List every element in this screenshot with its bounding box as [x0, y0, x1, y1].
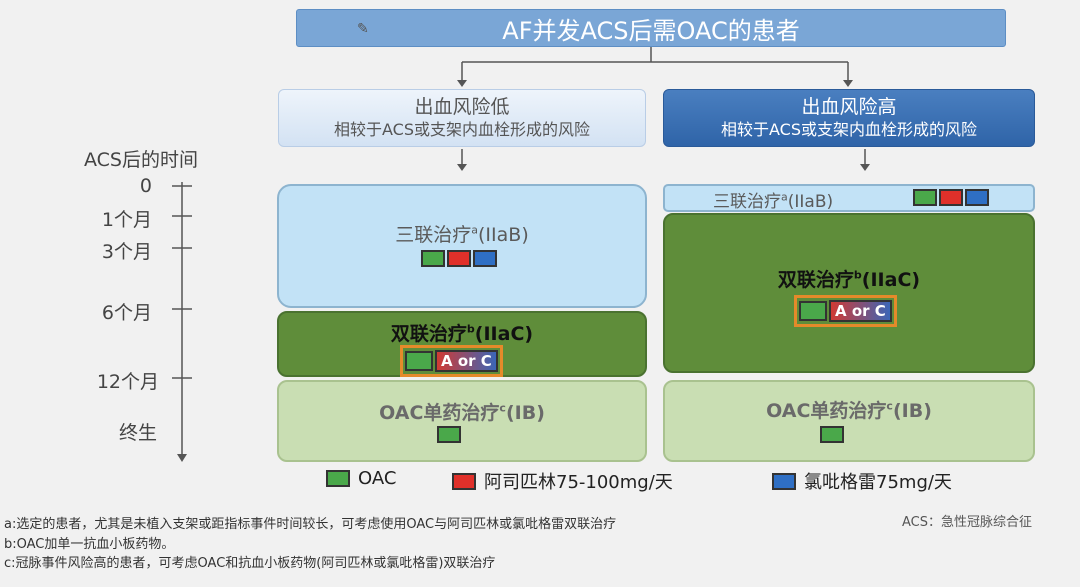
left-dual-therapy-box: 双联治疗b(IIaC) A or C: [277, 311, 647, 377]
legend-oac: OAC: [326, 468, 396, 489]
a-or-c-badge: A or C: [435, 350, 498, 372]
footnote-b: b:OAC加单一抗血小板药物。: [4, 537, 175, 552]
oac-square: [799, 301, 827, 321]
right-triple-drugs: [913, 189, 989, 206]
right-dual-label: 双联治疗b(IIaC): [777, 268, 921, 291]
right-triple-label: 三联治疗a(IIaB): [713, 190, 834, 212]
tick-label: 终生: [118, 422, 157, 444]
footnote-a: a:选定的患者，尤其是未植入支架或距指标事件时间较长，可考虑使用OAC与阿司匹林…: [4, 517, 617, 532]
oac-square: [405, 351, 433, 371]
legend-aspirin: 阿司匹林75-100mg/天: [452, 468, 673, 494]
a-or-c-badge: A or C: [829, 300, 892, 322]
left-triple-drugs: [421, 250, 497, 267]
aspirin-square: [447, 250, 471, 267]
risk-low-sub: 相较于ACS或支架内血栓形成的风险: [334, 120, 590, 139]
left-mono-therapy-box: OAC单药治疗c(IB): [277, 380, 647, 462]
clopidogrel-square: [965, 189, 989, 206]
tick-label: 1个月: [101, 209, 152, 231]
right-mono-label: OAC单药治疗c(IB): [766, 399, 932, 422]
legend-clopidogrel: 氯吡格雷75mg/天: [772, 468, 952, 494]
aspirin-square: [939, 189, 963, 206]
right-dual-drugs: A or C: [794, 295, 897, 327]
aspirin-legend-square: [452, 472, 476, 490]
legend-label: 氯吡格雷75mg/天: [804, 472, 952, 493]
oac-square: [421, 250, 445, 267]
risk-high-box: 出血风险高 相较于ACS或支架内血栓形成的风险: [663, 89, 1035, 147]
oac-square: [437, 426, 461, 443]
risk-low-main: 出血风险低: [414, 96, 510, 118]
clopidogrel-legend-square: [772, 472, 796, 490]
tick-label: 0: [139, 175, 152, 197]
risk-high-main: 出血风险高: [801, 96, 897, 118]
tick-label: 3个月: [101, 241, 152, 263]
oac-square: [913, 189, 937, 206]
left-triple-label: 三联治疗a(IIaB): [395, 223, 529, 246]
right-triple-therapy-box: 三联治疗a(IIaB): [663, 184, 1035, 212]
risk-low-box: 出血风险低 相较于ACS或支架内血栓形成的风险: [278, 89, 646, 147]
pencil-icon: ✎: [357, 21, 369, 37]
left-mono-label: OAC单药治疗c(IB): [379, 401, 545, 424]
left-triple-therapy-box: 三联治疗a(IIaB): [277, 184, 647, 308]
oac-legend-square: [326, 470, 350, 487]
tick-label: 6个月: [101, 302, 152, 324]
risk-high-sub: 相较于ACS或支架内血栓形成的风险: [721, 120, 977, 139]
left-dual-label: 双联治疗b(IIaC): [390, 322, 534, 345]
footnote-c: c:冠脉事件风险高的患者，可考虑OAC和抗血小板药物(阿司匹林或氯吡格雷)双联治…: [4, 556, 496, 571]
clopidogrel-square: [473, 250, 497, 267]
abbreviation-note: ACS：急性冠脉综合征: [902, 515, 1032, 530]
title-bar: ✎ AF并发ACS后需OAC的患者: [296, 9, 1006, 47]
tick-label: 12个月: [96, 371, 159, 393]
right-dual-therapy-box: 双联治疗b(IIaC) A or C: [663, 213, 1035, 373]
legend-label: OAC: [358, 468, 397, 489]
oac-square: [820, 426, 844, 443]
right-mono-therapy-box: OAC单药治疗c(IB): [663, 380, 1035, 462]
diagram-title: AF并发ACS后需OAC的患者: [502, 16, 800, 45]
left-dual-drugs: A or C: [400, 345, 503, 377]
timeline-title: ACS后的时间: [84, 149, 198, 171]
legend-label: 阿司匹林75-100mg/天: [484, 472, 673, 493]
